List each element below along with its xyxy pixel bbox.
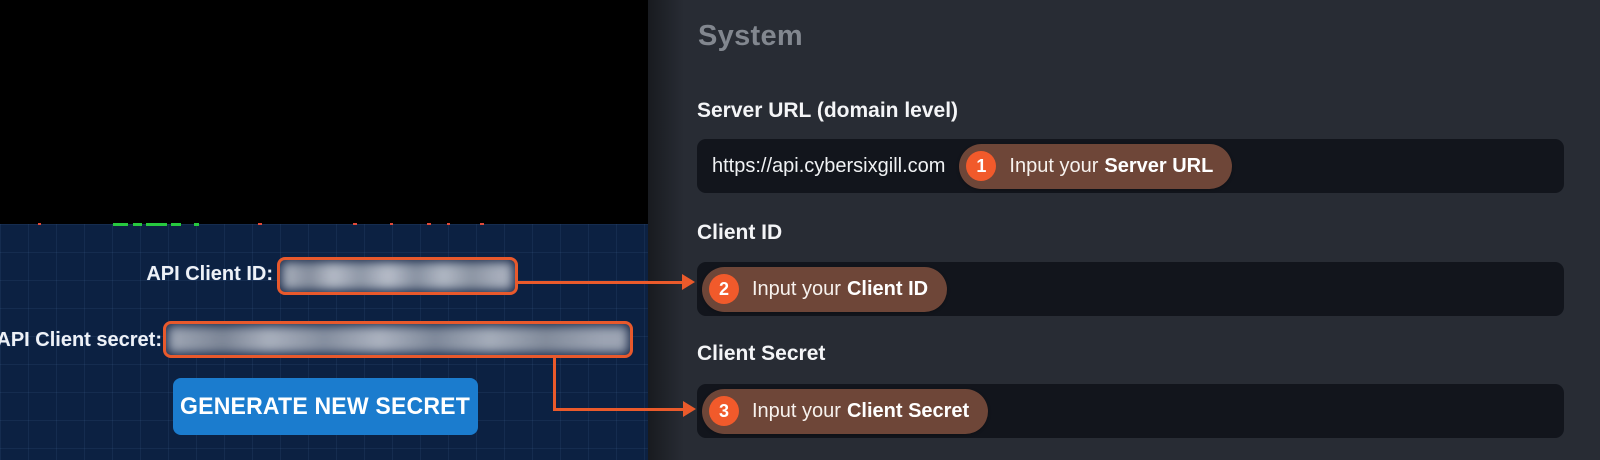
server-url-value: https://api.cybersixgill.com bbox=[712, 154, 946, 177]
client-secret-label: Client Secret bbox=[697, 342, 826, 365]
terminal-artifact bbox=[133, 223, 142, 226]
generate-new-secret-label: GENERATE NEW SECRET bbox=[180, 392, 471, 420]
page-title: System bbox=[698, 20, 803, 52]
terminal-artifact bbox=[447, 223, 450, 225]
terminal-artifact bbox=[390, 223, 393, 225]
arrow-line bbox=[553, 358, 556, 411]
terminal-artifact bbox=[38, 223, 41, 225]
terminal-artifact bbox=[171, 223, 181, 226]
arrow-line bbox=[518, 281, 683, 284]
left-black-region bbox=[0, 0, 648, 224]
step-3-badge: 3 bbox=[709, 396, 739, 426]
terminal-artifact bbox=[113, 223, 128, 226]
client-id-label: Client ID bbox=[697, 221, 783, 244]
terminal-artifact bbox=[353, 223, 357, 225]
terminal-artifact bbox=[194, 223, 199, 226]
arrow-head-icon bbox=[682, 274, 695, 290]
api-client-secret-label: API Client secret: bbox=[0, 329, 162, 351]
generate-new-secret-button[interactable]: GENERATE NEW SECRET bbox=[173, 378, 478, 435]
blurred-text bbox=[282, 262, 513, 290]
api-client-id-label: API Client ID: bbox=[146, 263, 273, 285]
api-client-id-value-redacted bbox=[277, 257, 518, 295]
terminal-artifact bbox=[427, 223, 431, 225]
terminal-artifact bbox=[146, 223, 167, 226]
server-url-input[interactable]: https://api.cybersixgill.com 1 Input you… bbox=[697, 139, 1564, 193]
server-url-label: Server URL (domain level) bbox=[697, 99, 959, 122]
step-2-badge: 2 bbox=[709, 274, 739, 304]
terminal-artifact bbox=[258, 223, 262, 225]
terminal-artifact bbox=[480, 223, 484, 225]
arrow-line bbox=[553, 408, 684, 411]
blurred-text bbox=[168, 326, 628, 353]
api-client-secret-value-redacted bbox=[163, 321, 633, 358]
arrow-head-icon bbox=[683, 401, 696, 417]
step-1-badge: 1 bbox=[966, 151, 997, 181]
system-settings-panel: System Server URL (domain level) https:/… bbox=[648, 0, 1600, 460]
